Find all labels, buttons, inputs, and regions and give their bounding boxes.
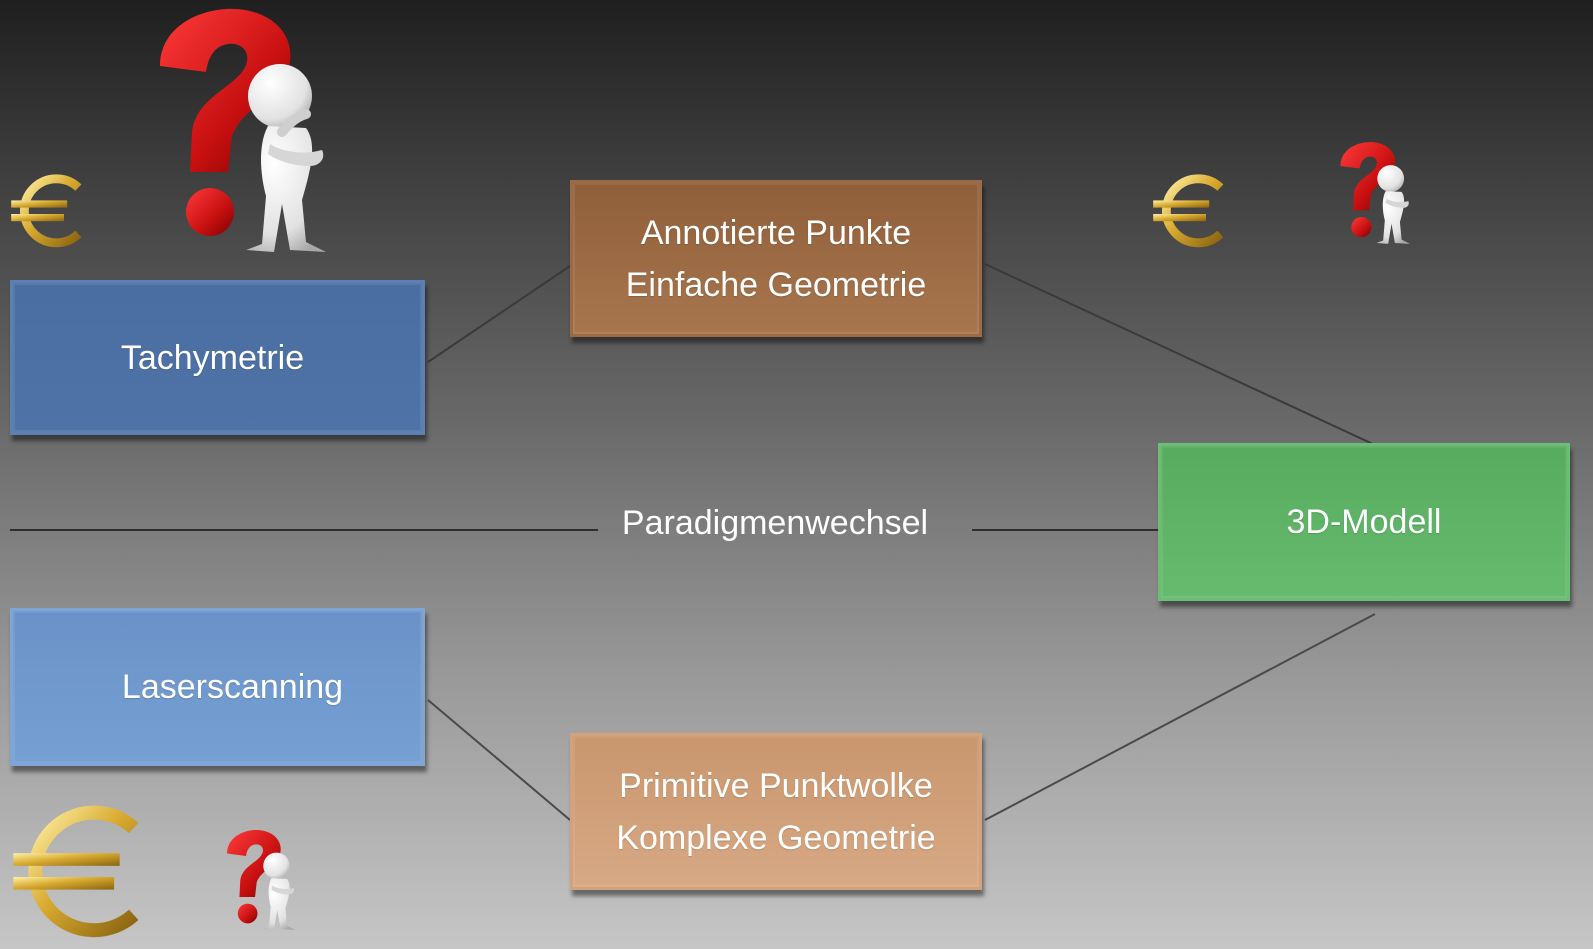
connector-tachymetrie-annotated [427, 265, 571, 363]
euro-icon [13, 805, 139, 938]
connector-laserscanning-primitive [427, 699, 571, 821]
node-annotated-line1: Annotierte Punkte [640, 213, 912, 252]
node-annotated-points: Annotierte Punkte Einfache Geometrie [570, 180, 982, 337]
node-tachymetrie: Tachymetrie [10, 280, 425, 435]
thinking-figure-question-icon [1340, 142, 1410, 244]
paradigm-shift-label: Paradigmenwechsel [621, 504, 929, 542]
node-annotated-line2: Einfache Geometrie [625, 265, 927, 304]
node-3d-model: 3D-Modell [1158, 443, 1570, 601]
node-laserscanning: Laserscanning [10, 608, 425, 766]
connector-annotated-model [984, 263, 1376, 446]
node-tachymetrie-label: Tachymetrie [120, 338, 305, 377]
node-primitive-pointcloud: Primitive Punktwolke Komplexe Geometrie [570, 733, 982, 890]
euro-icon [1153, 174, 1224, 248]
connector-primitive-model [984, 613, 1376, 821]
node-primitive-line1: Primitive Punktwolke [619, 766, 933, 805]
euro-icon [11, 174, 82, 248]
thinking-figure-question-icon [227, 830, 296, 930]
node-3d-model-label: 3D-Modell [1286, 503, 1442, 541]
thinking-figure-question-icon [160, 8, 326, 252]
node-primitive-line2: Komplexe Geometrie [616, 818, 936, 857]
node-laserscanning-label: Laserscanning [121, 668, 344, 706]
